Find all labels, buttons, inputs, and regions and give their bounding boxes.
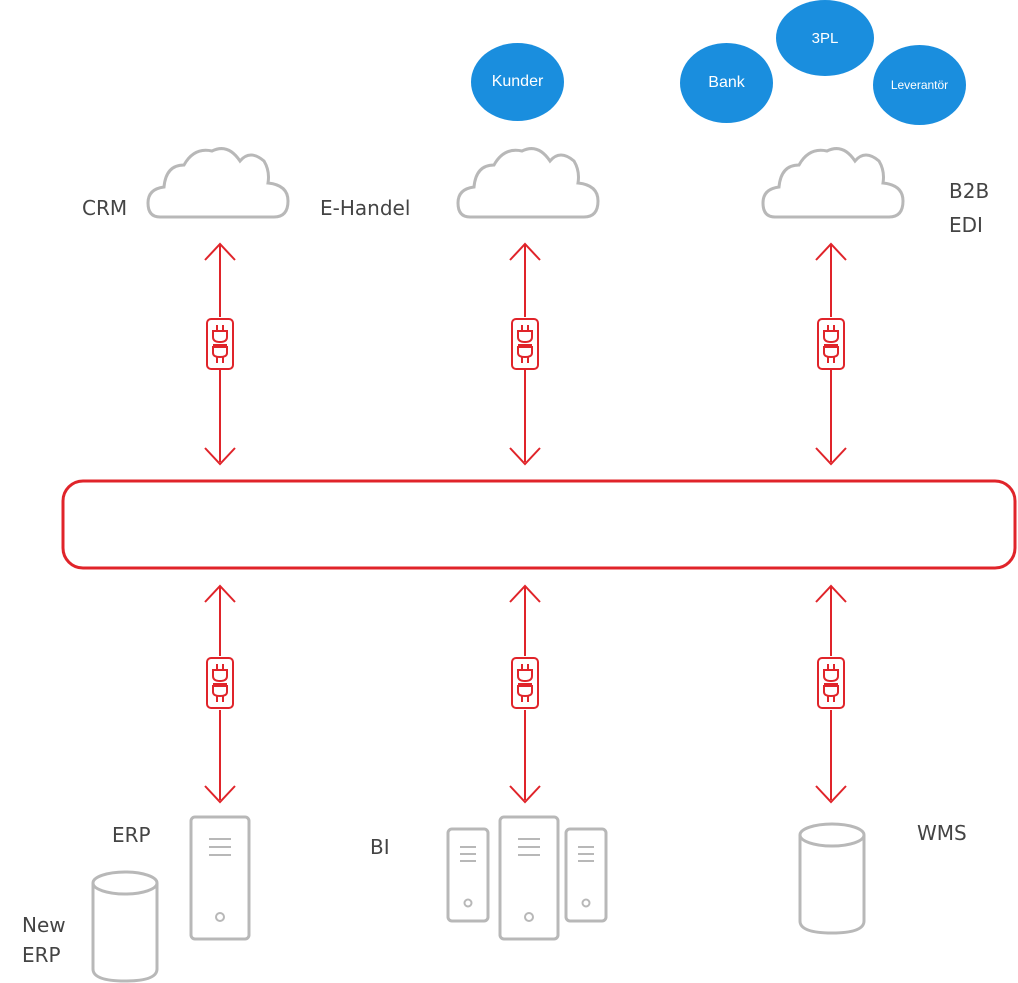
new-erp-database-icon: [91, 870, 159, 983]
crm-label: CRM: [82, 196, 128, 220]
bi-server-right-icon: [564, 827, 608, 923]
bank-label: Bank: [708, 74, 745, 91]
ehandel-connector: [509, 242, 541, 466]
new-erp-label-line2: ERP: [22, 943, 61, 967]
wms-plug-icon: [817, 657, 845, 709]
leverantor-label: Leverantör: [890, 78, 949, 92]
b2b-label: B2B: [949, 179, 990, 203]
integration-bus: [61, 479, 1017, 570]
wms-label: WMS: [917, 821, 967, 845]
erp-plug-icon: [206, 657, 234, 709]
kunder-label: Kunder: [491, 73, 544, 90]
kunder-bubble: Kunder: [471, 43, 564, 121]
bi-server-center-icon: [498, 815, 560, 941]
ehandel-label: E-Handel: [320, 196, 411, 220]
wms-connector: [815, 584, 847, 804]
b2b-plug-icon: [817, 318, 845, 370]
bank-bubble: Bank: [680, 43, 773, 123]
erp-server-icon: [189, 815, 251, 941]
new-erp-label-line1: New: [22, 913, 66, 937]
ehandel-cloud-icon: [456, 147, 600, 219]
bi-plug-icon: [511, 657, 539, 709]
bi-connector: [509, 584, 541, 804]
erp-label: ERP: [112, 823, 151, 847]
crm-plug-icon: [206, 318, 234, 370]
erp-connector: [204, 584, 236, 804]
ehandel-plug-icon: [511, 318, 539, 370]
tpl-label: 3PL: [811, 29, 839, 47]
wms-database-icon: [798, 822, 866, 935]
crm-cloud-icon: [146, 147, 290, 219]
b2b-cloud-icon: [761, 147, 905, 219]
edi-label: EDI: [949, 213, 983, 237]
b2b-connector: [815, 242, 847, 466]
bi-server-left-icon: [446, 827, 490, 923]
bi-label: BI: [370, 835, 390, 859]
crm-connector: [204, 242, 236, 466]
leverantor-bubble: Leverantör: [873, 45, 966, 125]
tpl-bubble: 3PL: [776, 0, 874, 76]
